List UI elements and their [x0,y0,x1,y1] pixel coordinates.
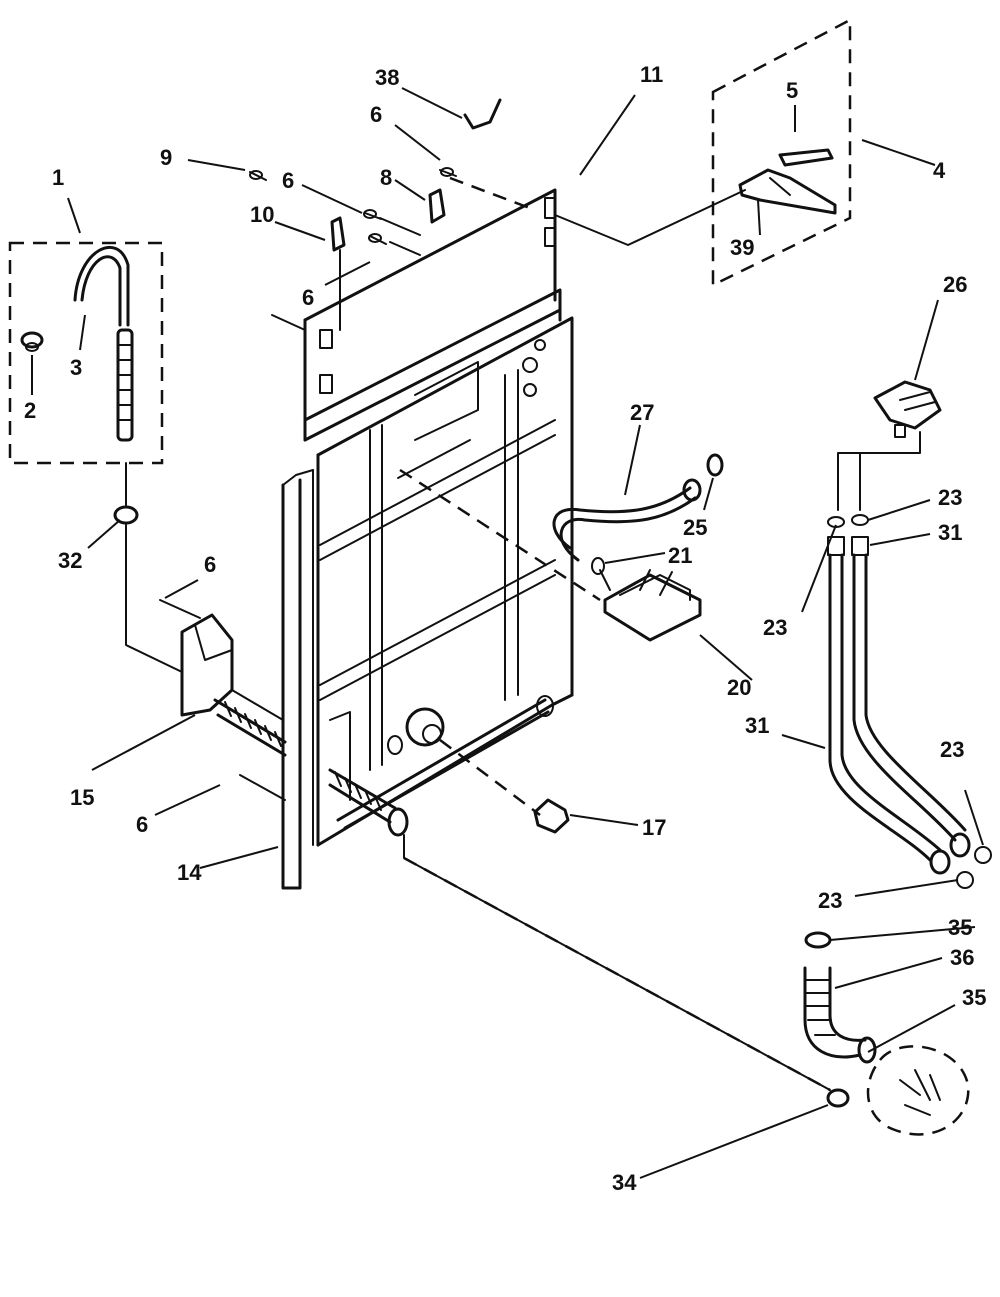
callout-6-bottom-left: 6 [136,812,148,837]
callout-11: 11 [640,62,663,87]
clip-38 [463,98,502,130]
callout-10: 10 [250,202,274,227]
valve-leads [837,431,921,511]
clamp-32 [113,505,139,525]
callout-23-b: 23 [763,615,787,640]
plug [533,798,570,834]
callout-39: 39 [730,235,754,260]
callout-31-a: 31 [938,520,962,545]
group-box-4 [711,17,852,288]
callout-27: 27 [630,400,654,425]
callout-20: 20 [727,675,751,700]
callout-26: 26 [943,272,967,297]
callout-5: 5 [786,78,798,103]
callout-6-left: 6 [204,552,216,577]
bracket-assembly [180,613,409,837]
callout-35-a: 35 [948,915,972,940]
callout-15: 15 [70,785,94,810]
valve-26 [873,380,942,438]
callout-36: 36 [950,945,974,970]
callout-21: 21 [668,543,692,568]
connector-drain-line [403,834,831,1091]
connector-hose-to-bracket [125,462,183,673]
callout-14: 14 [177,860,202,885]
callout-8: 8 [380,165,392,190]
callout-31-b: 31 [745,713,769,738]
callout-23-c: 23 [940,737,964,762]
callout-32: 32 [58,548,82,573]
panel-hole [387,735,403,755]
callout-1: 1 [52,165,64,190]
hose-27 [552,453,724,562]
callout-35-b: 35 [962,985,986,1010]
switch-20 [591,557,702,642]
connector-group4 [554,189,746,246]
screws-top [249,167,457,245]
drain-hose-kit [20,245,134,442]
callout-23-a: 23 [938,485,962,510]
fill-hoses-31 [827,514,992,889]
rear-panel [303,188,574,847]
group-box-1 [8,241,164,465]
callout-6-upper-left: 6 [282,168,294,193]
callout-34: 34 [612,1170,637,1195]
callout-3: 3 [70,355,82,380]
callout-4: 4 [933,158,946,183]
pump-outline [866,1045,970,1136]
callout-6-top: 6 [370,102,382,127]
callout-17: 17 [642,815,666,840]
lower-cross-bar [336,698,550,830]
callout-2: 2 [24,398,36,423]
callout-23-d: 23 [818,888,842,913]
callout-25: 25 [683,515,707,540]
clip-10 [330,216,346,252]
hose-36 [803,931,877,1108]
callout-9: 9 [160,145,172,170]
bracket-39 [738,148,837,215]
leader-lines [31,87,984,1179]
clip-8 [428,188,446,224]
grommet [405,707,445,747]
side-rail [281,469,314,890]
callout-6-mid-left: 6 [302,285,314,310]
callout-38: 38 [375,65,399,90]
